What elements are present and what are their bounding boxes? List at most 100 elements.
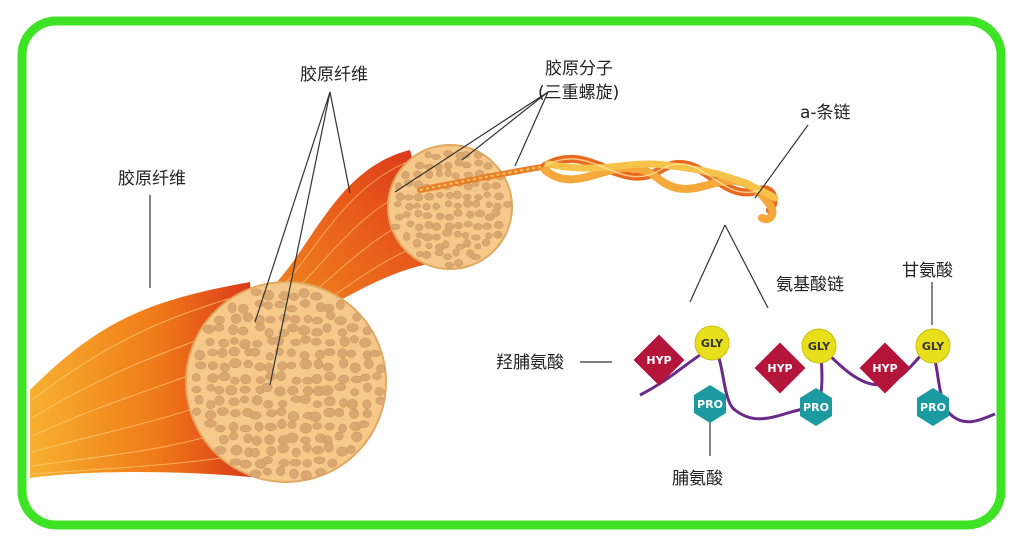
fibril-dot: [228, 397, 240, 406]
fibril-dot: [206, 400, 216, 410]
fibril-dot: [435, 170, 444, 177]
fibril-dot: [414, 161, 425, 170]
fibril-dot: [299, 351, 310, 360]
fibril-dot: [254, 362, 266, 371]
fibril-dot: [243, 360, 254, 369]
fibril-dot: [302, 459, 312, 468]
fibril-dot: [376, 364, 386, 374]
pro-residue-2: PRO: [800, 388, 832, 426]
molecule-rope: [417, 163, 551, 193]
fibril-dot: [434, 249, 444, 257]
fibril-dot: [364, 358, 374, 369]
fibril-dot: [372, 372, 382, 380]
fibril-dot: [291, 447, 301, 458]
fibril-dot: [322, 362, 334, 372]
fibril-dot: [493, 231, 503, 239]
fibril-dot: [503, 201, 512, 208]
fibril-dot: [443, 253, 453, 261]
fibril-dot: [194, 350, 206, 361]
fibril-dot: [249, 411, 262, 420]
fibril-dot: [422, 233, 433, 242]
fibril-dot: [266, 409, 277, 418]
fibril-dot: [324, 371, 336, 382]
fibril-dot: [435, 191, 444, 199]
fibril-dot: [327, 458, 338, 468]
fibril-dot: [315, 468, 326, 477]
fibril-dot: [277, 419, 287, 429]
fibril-dot: [421, 250, 432, 259]
fibril-dot: [414, 209, 423, 218]
fibril-dot: [312, 400, 322, 408]
hyp-residue-1: HYP: [633, 334, 685, 386]
fibril-dot: [315, 349, 325, 360]
fibril-dot: [346, 445, 356, 454]
fibril-dot: [262, 290, 275, 301]
fibril-dot: [466, 210, 475, 219]
fibril-dot: [207, 361, 218, 371]
label-amino-acid-chain: 氨基酸链: [776, 275, 844, 295]
fibril-dot: [453, 222, 463, 229]
fibril-dot: [422, 212, 433, 219]
label-collagen-fiber-left: 胶原纤维: [118, 169, 186, 189]
fibril-dot: [298, 288, 310, 298]
fibril-dot: [218, 434, 229, 445]
fibril-dot: [463, 183, 473, 191]
fibril-dot: [276, 407, 287, 416]
fibril-dot: [326, 311, 336, 321]
fibril-dot: [191, 386, 202, 394]
fibril-dot: [299, 358, 312, 370]
fibril-dot: [274, 386, 286, 397]
fibril-dot: [334, 383, 347, 391]
fibril-dot: [323, 303, 335, 313]
label-proline: 脯氨酸: [672, 469, 723, 489]
fibril-dot: [204, 410, 217, 420]
fibril-dot: [324, 396, 336, 406]
svg-text:HYP: HYP: [646, 354, 671, 367]
fibril-dot: [214, 395, 225, 406]
fibril-dot: [485, 201, 493, 209]
fibril-dot: [491, 182, 501, 190]
fibril-dot: [255, 323, 266, 332]
fibril-dot: [216, 407, 229, 416]
fibril-dot: [207, 349, 219, 357]
fibril-dot: [264, 422, 277, 432]
fibril-dot: [483, 162, 493, 170]
fibril-dot: [250, 448, 260, 458]
fibril-dot: [334, 408, 345, 418]
fibril-dot: [323, 442, 334, 453]
fibril-dot: [286, 361, 297, 369]
fibril-dot: [424, 163, 434, 170]
fibril-dot: [266, 445, 277, 456]
fibril-dot: [444, 261, 455, 269]
svg-text:HYP: HYP: [872, 362, 897, 375]
fibril-dot: [443, 150, 453, 158]
fibril-dot: [339, 358, 349, 369]
fibril-dot: [349, 408, 359, 419]
fibril-dot: [255, 376, 266, 384]
fibril-dot: [349, 362, 361, 374]
fibril-dot: [289, 468, 299, 479]
fibril-dot: [311, 445, 324, 455]
fibril-dot: [362, 326, 373, 336]
fibril-dot: [289, 292, 299, 301]
fibril-dot: [298, 325, 311, 336]
fibril-dot: [394, 213, 404, 221]
fibril-dot: [473, 223, 483, 231]
gly-residue-2: GLY: [801, 328, 837, 364]
fibril-dot: [323, 348, 336, 357]
fibril-dot: [445, 191, 454, 199]
fibril-dot: [453, 209, 463, 217]
fibril-dot: [335, 299, 345, 310]
fibril-dot: [442, 229, 453, 237]
fibril-dot: [303, 386, 314, 396]
fibril-dot: [346, 323, 359, 333]
fibril-dot: [195, 361, 207, 370]
fibril-dot: [215, 424, 226, 433]
fibril-dot: [302, 376, 314, 385]
fibril-dot: [325, 339, 336, 347]
fibril-dot: [416, 251, 423, 258]
fibril-dot: [362, 399, 372, 410]
fibril-dot: [471, 200, 481, 208]
fibril-dot: [369, 349, 381, 357]
fibril-dot: [230, 444, 243, 456]
